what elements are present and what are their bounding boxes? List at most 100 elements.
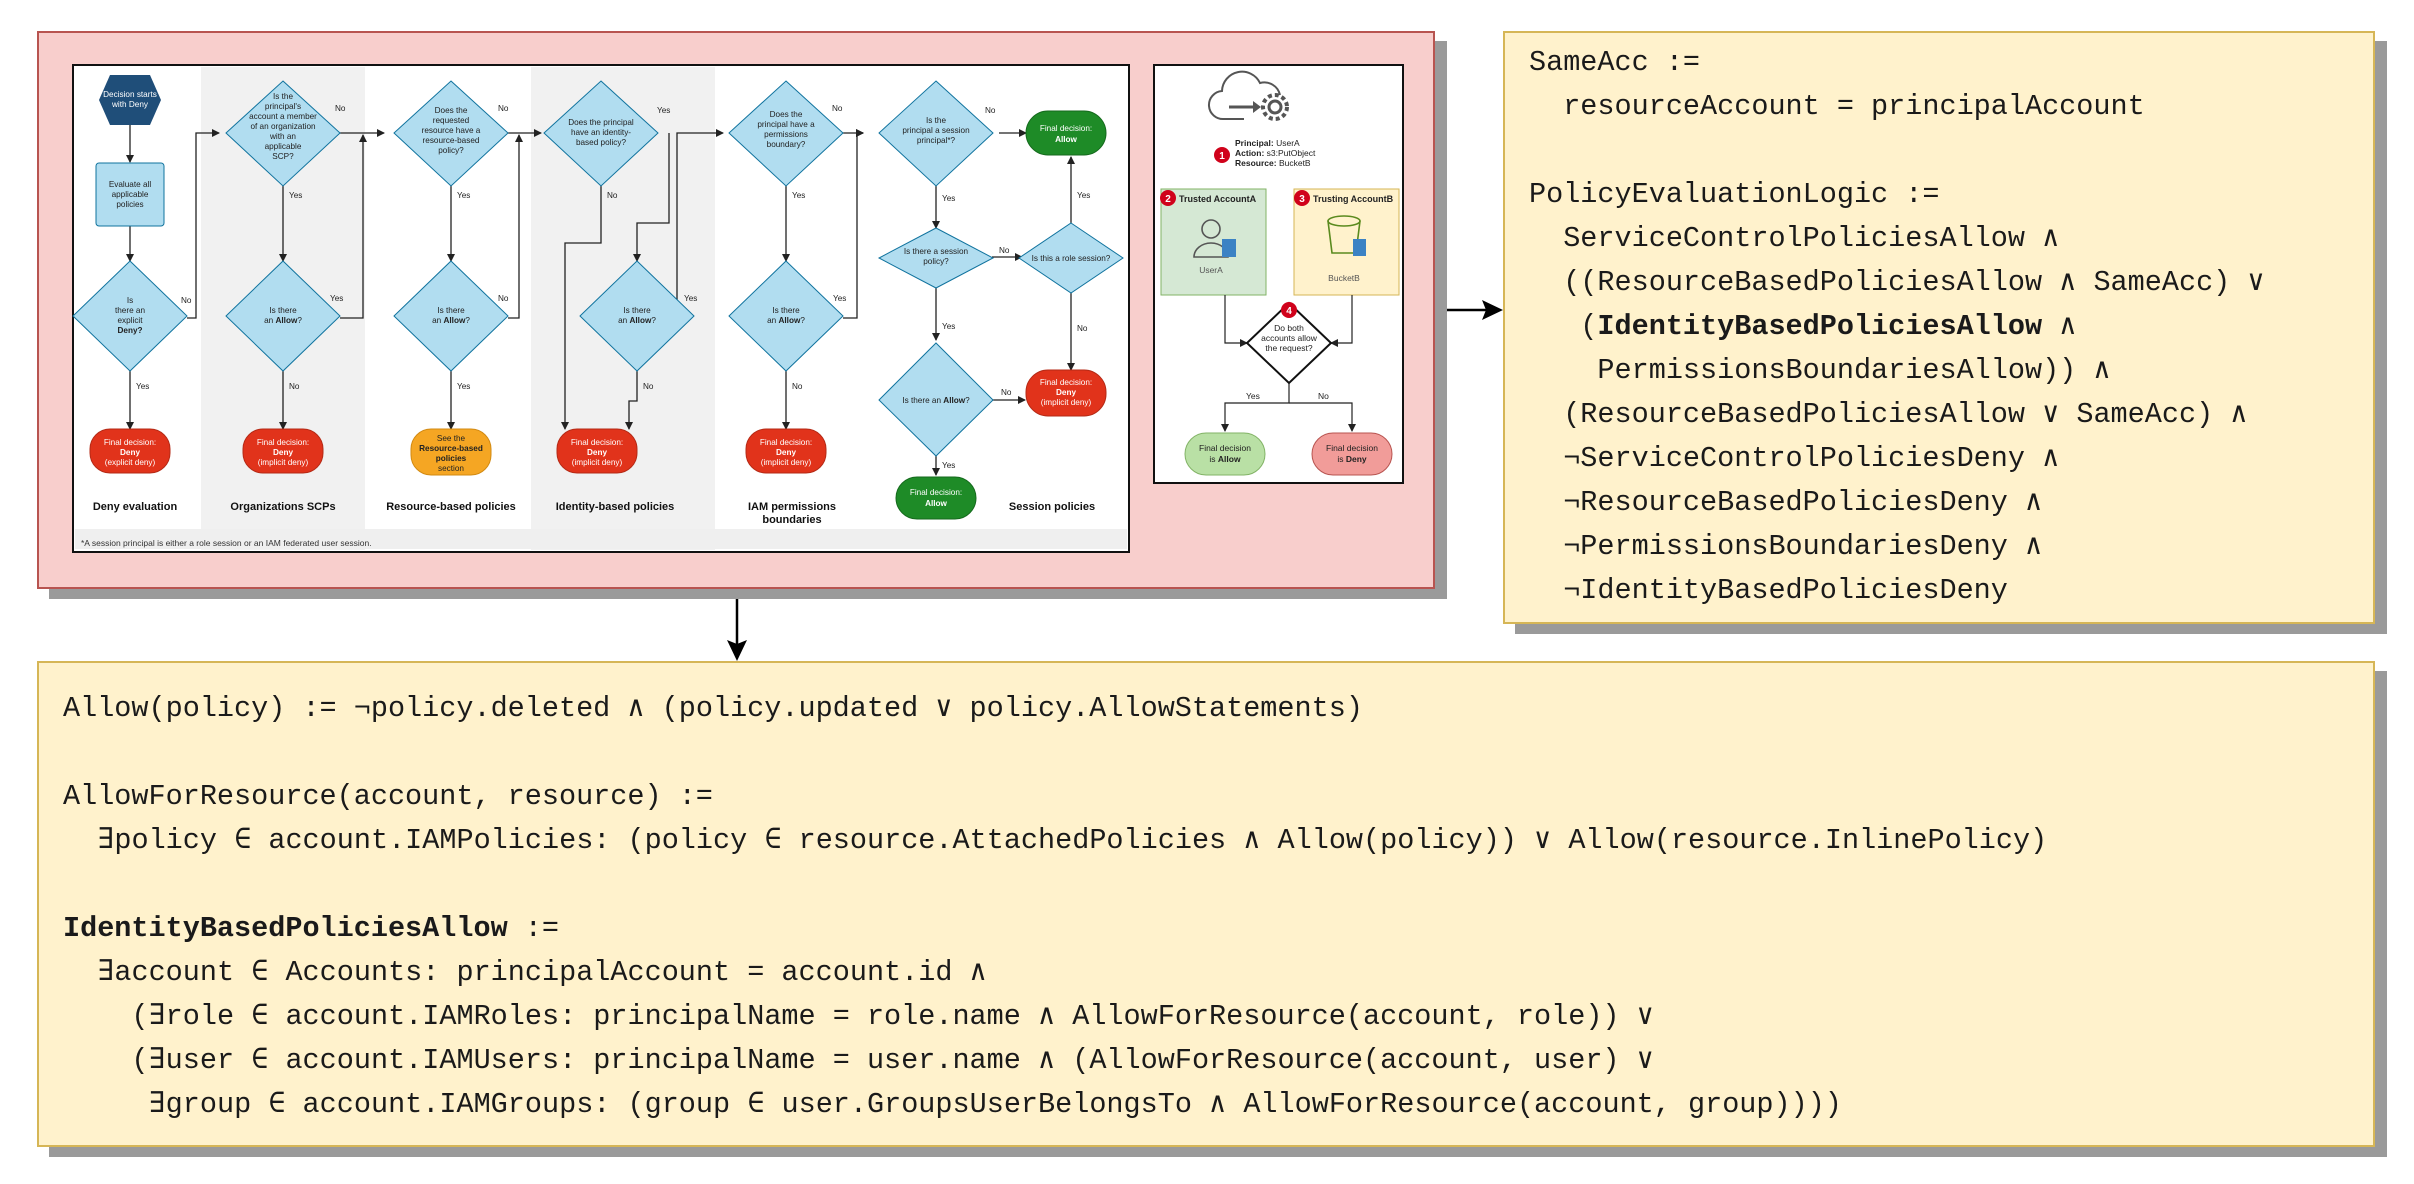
svg-text:No: No: [607, 191, 618, 200]
svg-text:Final decision:Deny(implicit d: Final decision:Deny(implicit deny): [760, 438, 812, 467]
svg-text:4: 4: [1286, 306, 1292, 317]
svg-text:No: No: [335, 104, 346, 113]
session-allow-decision: [878, 342, 994, 457]
cloud-gear-icon: [1207, 70, 1289, 121]
svg-text:Yes: Yes: [136, 382, 149, 391]
pb-decision: [728, 80, 844, 187]
identity-based-policies-code: Allow(policy) := ¬policy.deleted ∧ (poli…: [37, 661, 2375, 1147]
role-session-decision: [1018, 222, 1124, 294]
svg-text:Trusted AccountA: Trusted AccountA: [1179, 194, 1257, 204]
col-resource-based: Resource-based policies: [386, 501, 516, 513]
ibp-allow-decision: [579, 260, 695, 372]
scp-allow-decision: [225, 260, 341, 372]
svg-text:No: No: [985, 106, 996, 115]
col-identity-based: Identity-based policies: [556, 501, 675, 513]
code-line: ¬ResourceBasedPoliciesDeny ∧: [1529, 486, 2043, 519]
svg-text:Final decision:Allow: Final decision:Allow: [910, 488, 962, 508]
svg-text:Yes: Yes: [833, 294, 846, 303]
svg-text:BucketB: BucketB: [1328, 273, 1360, 283]
svg-text:No: No: [1001, 388, 1012, 397]
svg-text:Yes: Yes: [942, 194, 955, 203]
svg-text:Final decision:Deny(explicit d: Final decision:Deny(explicit deny): [104, 438, 156, 467]
svg-text:Yes: Yes: [289, 191, 302, 200]
evaluate-policies-node: [95, 162, 165, 227]
svg-text:Yes: Yes: [457, 191, 470, 200]
svg-text:1: 1: [1219, 151, 1225, 162]
svg-text:Trusting AccountB: Trusting AccountB: [1313, 194, 1394, 204]
code-line: (∃user ∈ account.IAMUsers: principalName…: [63, 1044, 1654, 1077]
code-line: Allow(policy) := ¬policy.deleted ∧ (poli…: [63, 692, 1363, 725]
svg-text:No: No: [498, 294, 509, 303]
code-line: PolicyEvaluationLogic :=: [1529, 178, 1940, 211]
svg-text:Final decision:Deny(implicit d: Final decision:Deny(implicit deny): [257, 438, 309, 467]
start-node: [99, 75, 161, 125]
svg-text:Yes: Yes: [942, 322, 955, 331]
code-line: ¬ServiceControlPoliciesDeny ∧: [1529, 442, 2060, 475]
code-line: ¬PermissionsBoundariesDeny ∧: [1529, 530, 2043, 563]
code-line: ¬IdentityBasedPoliciesDeny: [1529, 574, 2008, 607]
code-line: PermissionsBoundariesAllow)) ∧: [1529, 354, 2111, 387]
svg-text:No: No: [999, 246, 1010, 255]
code-line: ∃group ∈ account.IAMGroups: (group ∈ use…: [63, 1088, 1842, 1121]
svg-text:Yes: Yes: [457, 382, 470, 391]
session-policy-decision: [877, 227, 995, 289]
code-line: SameAcc :=: [1529, 46, 1701, 79]
flowchart-footnote: *A session principal is either a role se…: [81, 538, 372, 548]
code-line: IdentityBasedPoliciesAllow :=: [63, 912, 559, 945]
pb-allow-decision: [728, 260, 844, 372]
svg-text:No: No: [792, 382, 803, 391]
svg-text:No: No: [1077, 324, 1088, 333]
svg-text:Final decision:Deny(implicit d: Final decision:Deny(implicit deny): [1040, 378, 1092, 407]
code-line: (ResourceBasedPoliciesAllow ∨ SameAcc) ∧: [1529, 398, 2248, 431]
scp-decision: [225, 80, 341, 187]
col-deny-evaluation: Deny evaluation: [93, 501, 178, 513]
svg-text:2: 2: [1165, 194, 1171, 205]
code-line: AllowForResource(account, resource) :=: [63, 780, 713, 813]
policy-evaluation-logic-code: SameAcc := resourceAccount = principalAc…: [1503, 31, 2375, 624]
code-line: (∃role ∈ account.IAMRoles: principalName…: [63, 1000, 1654, 1033]
code-line: ((ResourceBasedPoliciesAllow ∧ SameAcc) …: [1529, 266, 2265, 299]
rbp-decision: [393, 80, 509, 187]
svg-text:Yes: Yes: [942, 461, 955, 470]
bucket-icon: [1327, 215, 1366, 256]
svg-text:Yes: Yes: [657, 106, 670, 115]
svg-text:UserA: UserA: [1199, 265, 1223, 275]
svg-text:No: No: [498, 104, 509, 113]
svg-text:No: No: [832, 104, 843, 113]
svg-text:Is there an Allow?: Is there an Allow?: [902, 396, 970, 405]
code-line: ServiceControlPoliciesAllow ∧: [1529, 222, 2060, 255]
code-line: ∃account ∈ Accounts: principalAccount = …: [63, 956, 987, 989]
svg-text:Yes: Yes: [330, 294, 343, 303]
svg-text:No: No: [289, 382, 300, 391]
svg-text:Is this a role session?: Is this a role session?: [1032, 254, 1111, 263]
code-line: (IdentityBasedPoliciesAllow ∧: [1529, 310, 2077, 343]
svg-text:3: 3: [1299, 194, 1305, 205]
session-decision: [878, 80, 994, 187]
svg-text:Final decision:Allow: Final decision:Allow: [1040, 124, 1092, 144]
rbp-allow-decision: [393, 260, 509, 372]
svg-text:Yes: Yes: [1246, 391, 1260, 401]
user-icon: [1193, 219, 1236, 258]
svg-text:Yes: Yes: [1077, 191, 1090, 200]
svg-text:No: No: [181, 296, 192, 305]
